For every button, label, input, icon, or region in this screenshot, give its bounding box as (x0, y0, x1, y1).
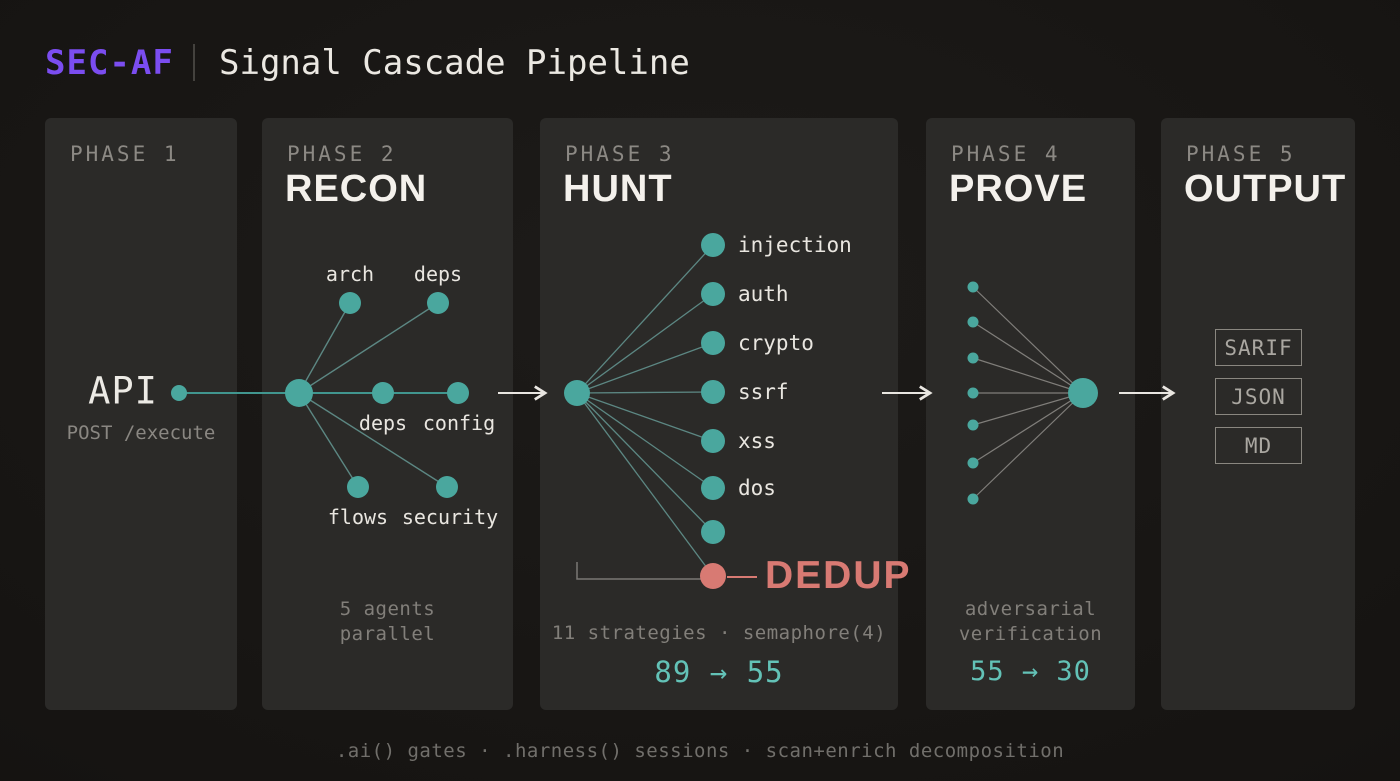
output-format-sarif: SARIF (1215, 329, 1302, 366)
prove-caption-line1: adversarial (964, 598, 1097, 620)
phase-5-title: OUTPUT (1184, 168, 1347, 210)
page-title: Signal Cascade Pipeline (219, 43, 690, 83)
recon-caption-line1: 5 agents (339, 598, 436, 620)
panel-phase-1: PHASE 1 (45, 118, 237, 710)
phase-4-label: PHASE 4 (951, 142, 1061, 166)
footer-note: .ai() gates · .harness() sessions · scan… (335, 740, 1065, 762)
prove-caption: adversarial verification (926, 597, 1135, 647)
panel-phase-3-hunt: PHASE 3 HUNT 11 strategies · semaphore(4… (540, 118, 898, 710)
recon-caption: 5 agents parallel (262, 597, 513, 647)
header-divider (193, 44, 195, 81)
brand-logo: SEC-AF (45, 43, 174, 83)
output-format-json: JSON (1215, 378, 1302, 415)
output-format-md: MD (1215, 427, 1302, 464)
phase-3-title: HUNT (563, 168, 673, 210)
panel-phase-4-prove: PHASE 4 PROVE adversarial verification 5… (926, 118, 1135, 710)
hunt-stat: 89 → 55 (654, 655, 784, 689)
prove-stat: 55 → 30 (970, 656, 1091, 687)
phase-2-label: PHASE 2 (287, 142, 397, 166)
phase-1-label: PHASE 1 (70, 142, 180, 166)
phase-5-label: PHASE 5 (1186, 142, 1296, 166)
prove-caption-line2: verification (958, 623, 1103, 645)
panel-phase-2-recon: PHASE 2 RECON 5 agents parallel (262, 118, 513, 710)
panel-phase-5-output: PHASE 5 OUTPUT SARIF JSON MD (1161, 118, 1355, 710)
hunt-caption: 11 strategies · semaphore(4) (551, 622, 887, 644)
phase-4-title: PROVE (949, 168, 1088, 210)
recon-caption-line2: parallel (339, 623, 436, 645)
phase-2-title: RECON (285, 168, 428, 210)
phase-3-label: PHASE 3 (565, 142, 675, 166)
